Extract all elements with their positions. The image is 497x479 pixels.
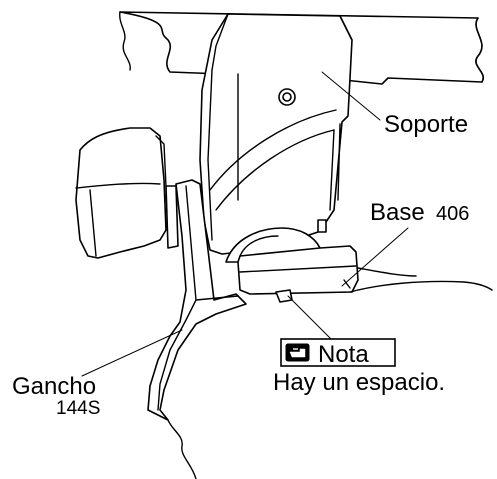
note-text: Hay un espacio. xyxy=(273,369,445,396)
note-badge: Nota xyxy=(280,338,396,368)
hook-pad xyxy=(75,127,179,259)
soporte-bracket xyxy=(199,13,353,255)
label-gancho-code: 144S xyxy=(56,398,100,419)
base-406 xyxy=(237,245,359,303)
note-title: Nota xyxy=(318,341,369,368)
label-soporte: Soporte xyxy=(384,111,468,138)
label-base: Base xyxy=(370,199,425,226)
car-body-lines xyxy=(167,267,493,479)
pointing-hand-icon xyxy=(285,343,310,362)
label-base-code: 406 xyxy=(436,203,469,225)
leader-lines xyxy=(81,71,409,377)
label-gancho: Gancho xyxy=(12,373,96,400)
gancho-144s xyxy=(147,179,247,421)
